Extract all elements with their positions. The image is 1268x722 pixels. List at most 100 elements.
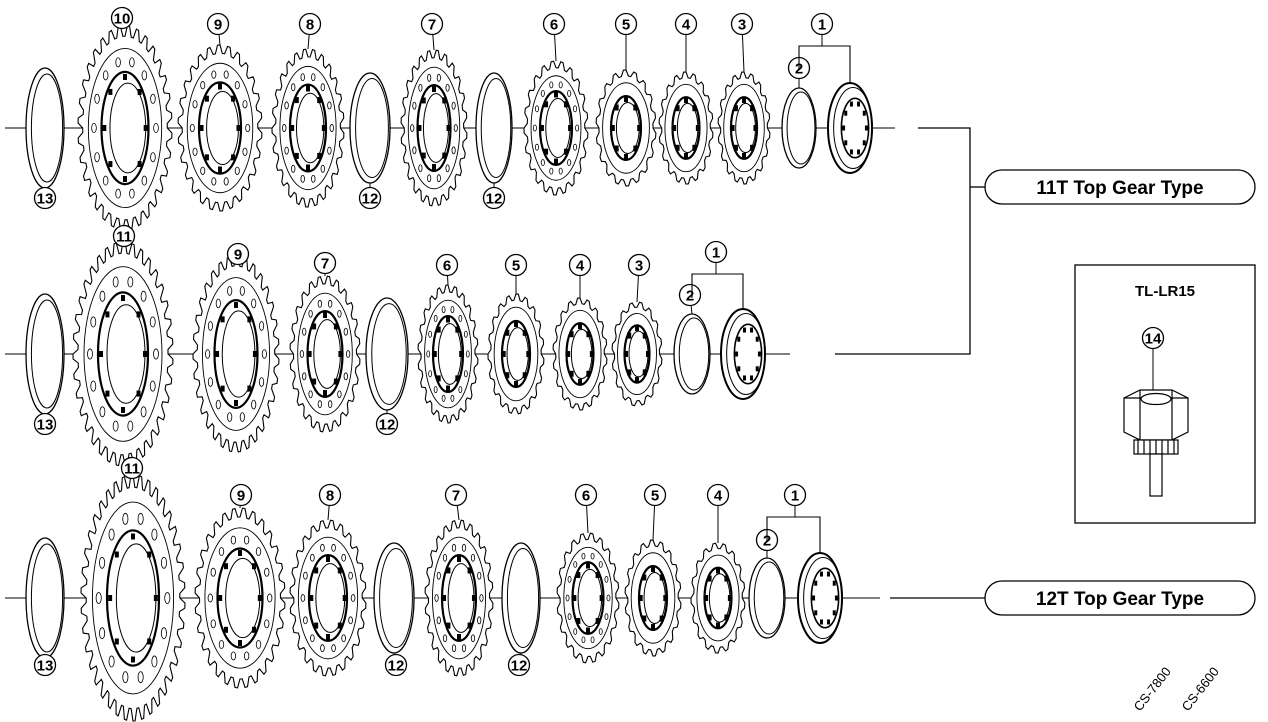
callout-number: 12 [388,658,405,675]
sprocket-3 [717,71,771,185]
callout-number: 11 [124,461,140,478]
callout-number: 4 [576,258,585,275]
callout-number: 9 [234,247,242,264]
model-code-2: CS-6600 [1179,664,1222,714]
spacer-12 [349,72,391,184]
type-label-11t: 11T Top Gear Type [984,169,1256,205]
callout-number: 8 [306,17,314,34]
spacer-2 [673,313,711,395]
callout-number: 10 [114,11,131,28]
callout-12: 12 [358,183,382,210]
type-label-12t: 12T Top Gear Type [984,580,1256,616]
callout-1: 1 [766,483,821,553]
callout-number: 1 [712,245,720,262]
lockring-1 [797,552,843,644]
tool-callout-14: 14 [1141,326,1165,390]
row-group-bracket [835,127,971,355]
sprocket-6 [523,60,589,196]
callout-13: 13 [33,412,57,436]
callout-7: 7 [420,12,444,51]
cassette-row-1 [25,25,873,231]
type-label-11t-text: 11T Top Gear Type [1036,178,1203,199]
callout-number: 5 [651,488,659,505]
callout-1: 1 [798,12,851,83]
callout-number: 9 [214,17,222,34]
callout-3: 3 [730,12,754,73]
sprocket-4 [552,297,608,411]
callout-number: 12 [511,658,528,675]
spacer-13 [25,537,65,659]
callout-number: 11 [116,229,132,246]
spacer-2 [748,557,786,639]
callout-8: 8 [318,483,342,521]
callout-5: 5 [614,12,638,70]
callout-13: 13 [33,653,57,677]
callout-4: 4 [568,253,592,298]
callout-number: 7 [452,488,460,505]
callout-number: 12 [379,417,396,434]
callout-11: 11 [112,224,136,248]
callout-10: 10 [110,6,134,30]
spacer-12 [475,72,513,184]
callout-7: 7 [313,251,337,276]
callout-12: 12 [375,410,399,436]
callout-number: 3 [635,258,643,275]
cassette-row-3 [25,474,843,722]
callout-number: 6 [443,258,451,275]
callout-4: 4 [674,12,698,72]
tool-title: TL-LR15 [1135,283,1195,300]
callout-number: 13 [37,417,54,434]
sprocket-3 [611,301,663,407]
sprocket-7 [400,49,468,207]
spacer-13 [25,293,65,415]
callout-number: 8 [326,488,334,505]
callout-7: 7 [444,483,468,521]
sprocket-5 [487,293,545,415]
callout-number: 4 [682,17,691,34]
cassette-row-2 [25,241,766,467]
sprocket-11 [72,241,174,467]
callout-number: 2 [686,288,694,305]
callout-number: 3 [738,17,746,34]
sprocket-8 [271,48,345,208]
callout-9: 9 [229,483,253,509]
tool-callout-14-text: 14 [1145,331,1162,348]
callout-5: 5 [643,483,667,541]
callout-6: 6 [435,253,459,286]
callout-number: 7 [428,17,436,34]
spacer-12 [365,297,409,411]
lockring-tool-icon [1123,389,1189,497]
sprocket-9 [177,44,263,212]
type-label-12t-text: 12T Top Gear Type [1036,589,1204,610]
sprocket-5 [624,539,682,657]
callout-1: 1 [691,240,744,309]
callout-number: 12 [362,191,379,208]
sprocket-9 [192,255,280,453]
sprocket-5 [595,69,657,187]
callout-number: 7 [321,256,329,273]
sprocket-4 [690,542,746,654]
parts-layer [25,25,873,722]
sprocket-6 [556,532,620,664]
sprocket-10 [77,25,173,231]
callout-number: 1 [791,488,799,505]
callout-6: 6 [542,12,566,62]
sprocket-7 [424,519,494,677]
callout-number: 1 [818,17,826,34]
sprocket-9 [194,507,286,689]
callout-11: 11 [120,456,144,480]
callout-9: 9 [226,242,250,266]
spacer-12 [501,542,541,654]
callout-9: 9 [206,12,230,46]
callout-12: 12 [384,652,408,677]
sprocket-7 [289,275,361,433]
lockring-1 [720,308,766,400]
spacer-13 [25,67,65,189]
callout-number: 5 [512,258,520,275]
callout-number: 6 [550,17,558,34]
callout-12: 12 [507,652,531,677]
callout-6: 6 [574,483,598,534]
sprocket-6 [417,284,479,424]
callout-number: 9 [237,488,245,505]
